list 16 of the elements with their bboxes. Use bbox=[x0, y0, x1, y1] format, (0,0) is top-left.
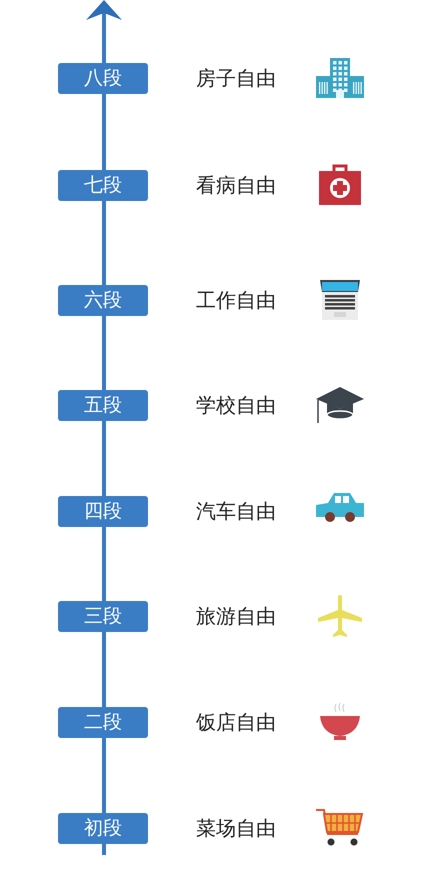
freedom-label: 菜场自由 bbox=[196, 815, 276, 842]
freedom-label: 房子自由 bbox=[196, 65, 276, 92]
freedom-label: 看病自由 bbox=[196, 172, 276, 199]
level-badge: 六段 bbox=[58, 285, 148, 316]
level-badge: 七段 bbox=[58, 170, 148, 201]
level-badge: 二段 bbox=[58, 707, 148, 738]
freedom-label: 旅游自由 bbox=[196, 603, 276, 630]
freedom-label: 汽车自由 bbox=[196, 498, 276, 525]
level-badge: 八段 bbox=[58, 63, 148, 94]
level-badge: 三段 bbox=[58, 601, 148, 632]
freedom-label: 饭店自由 bbox=[196, 709, 276, 736]
freedom-label: 工作自由 bbox=[196, 287, 276, 314]
level-badge: 四段 bbox=[58, 496, 148, 527]
level-badge: 初段 bbox=[58, 813, 148, 844]
freedom-label: 学校自由 bbox=[196, 392, 276, 419]
level-badge: 五段 bbox=[58, 390, 148, 421]
